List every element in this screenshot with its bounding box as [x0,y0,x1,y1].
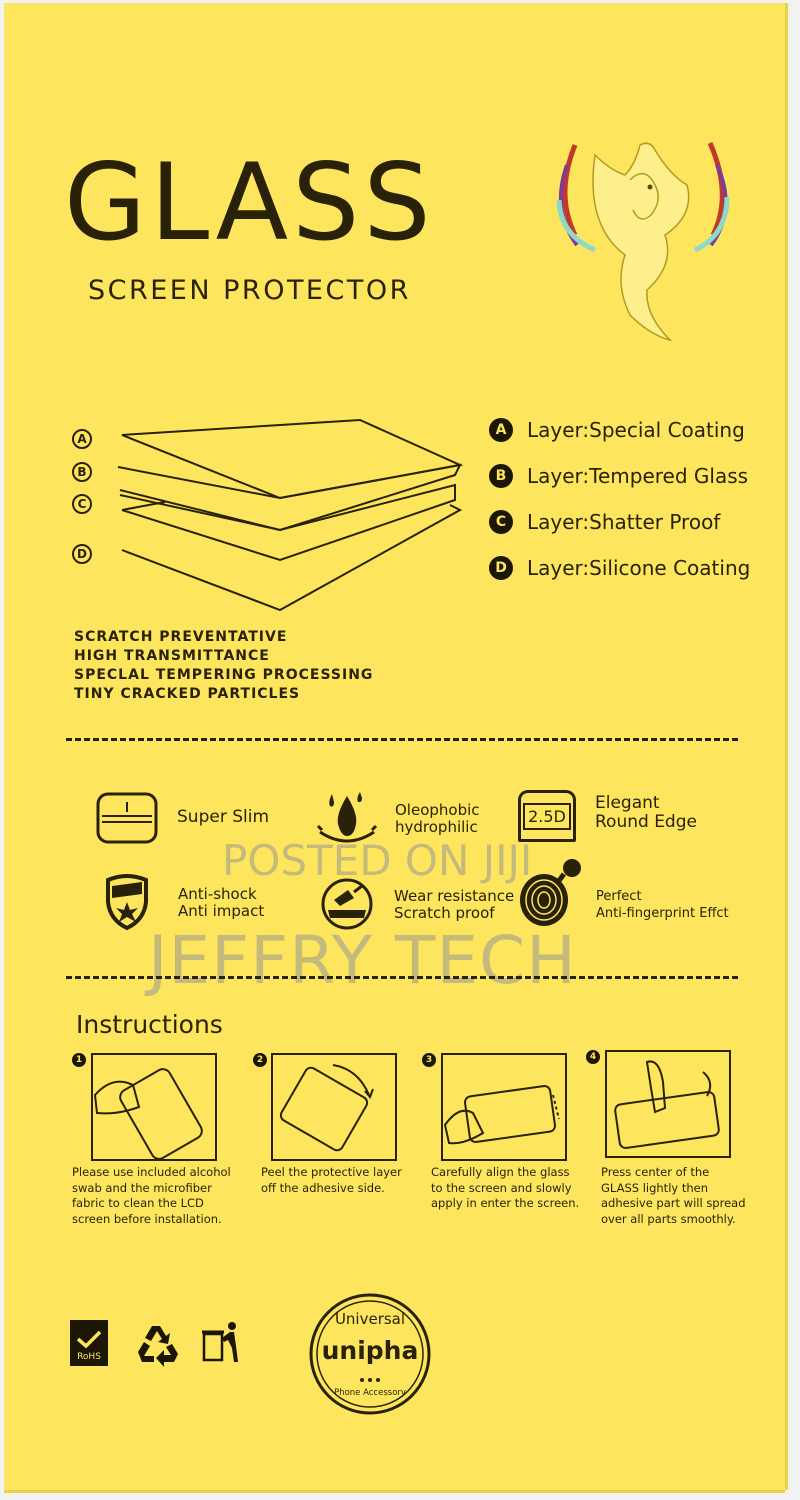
feature-round-edge-line2: Round Edge [595,812,697,832]
legend-item-a: A Layer:Special Coating [489,418,745,442]
recycle-icon [138,1326,178,1367]
diagram-letter-d: D [72,544,92,564]
legend-item-b: B Layer:Tempered Glass [489,464,748,488]
legend-badge-a: A [489,418,513,442]
step-3-line: apply in enter the screen. [431,1196,580,1210]
fingerprint-icon [520,859,581,926]
feature-anti-shock-line2: Anti impact [178,902,265,920]
step-4-line: adhesive part will spread [601,1196,746,1210]
step-number-1: 1 [72,1053,86,1067]
diagram-letter-a: A [72,429,92,449]
feature-round-edge-label: Elegant Round Edge [595,794,697,832]
step-1-line: Please use included alcohol [72,1165,231,1179]
legend-item-d: D Layer:Silicone Coating [489,556,750,580]
step-3-line: to the screen and slowly [431,1180,572,1195]
product-subtitle: SCREEN PROTECTOR [88,275,411,306]
rohs-icon: RoHS [70,1320,108,1366]
feature-fingerprint-label: Perfect Anti-fingerprint Effct [596,888,729,922]
step-image-1 [91,1053,217,1161]
feature-fingerprint-line2: Anti-fingerprint Effct [596,906,729,921]
legend-item-c: C Layer:Shatter Proof [489,510,720,534]
legend-label-d: Layer:Silicone Coating [527,556,751,580]
step-number-4: 4 [586,1050,600,1064]
step-image-3 [441,1053,567,1161]
step-4-line: Press center of the [601,1165,710,1179]
legend-label-b: Layer:Tempered Glass [527,464,749,488]
step-number-2: 2 [253,1053,267,1067]
align-glass-icon [443,1085,560,1145]
legend-badge-c: C [489,510,513,534]
waste-bin-icon [202,1322,238,1362]
product-title: GLASS [64,141,435,264]
diagram-letter-c: C [72,494,92,514]
legend-badge-d: D [489,556,513,580]
feature-oleophobic-line2: hydrophilic [395,818,478,836]
seal-top-text: Universal [334,1310,406,1328]
feature-anti-shock-line1: Anti-shock [178,885,257,903]
watermark-shop: JEFFRY TECH [148,922,577,999]
legend-label-a: Layer:Special Coating [527,418,745,442]
step-image-2 [271,1053,397,1161]
step-1-line: screen before installation. [72,1211,222,1226]
step-image-4 [605,1050,731,1158]
watermark-posted: POSTED ON JIJI [222,836,533,885]
diagram-letter-b: B [72,462,92,482]
step-text-1: Please use included alcohol swab and the… [72,1165,257,1227]
step-number-3: 3 [422,1053,436,1067]
unipha-seal: Universal unipha Phone Accessory [308,1292,432,1416]
feature-wear-resistance-label: Wear resistance Scratch proof [394,888,514,922]
step-2-line: Peel the protective layer [261,1165,402,1179]
feature-item: SPECLAL TEMPERING PROCESSING [74,667,374,683]
seal-brand: unipha [321,1336,419,1365]
step-text-2: Peel the protective layer off the adhesi… [261,1165,446,1196]
step-2-line: off the adhesive side. [261,1180,385,1195]
feature-super-slim-label: Super Slim [177,807,270,827]
step-3-line: Carefully align the glass [431,1165,570,1179]
peel-film-icon [279,1064,374,1152]
instructions-title: Instructions [76,1010,223,1039]
feature-oleophobic-line1: Oleophobic [395,801,480,819]
press-center-icon [614,1060,720,1149]
phone-wipe-icon [93,1068,203,1160]
step-4-line: over all parts smoothly. [601,1211,736,1226]
feature-fingerprint-line1: Perfect [596,889,642,904]
water-drop-icon [316,792,378,843]
check-mark-icon [76,1330,102,1349]
phoenix-logo-icon [556,141,730,342]
feature-item: HIGH TRANSMITTANCE [74,648,270,664]
feature-list: SCRATCH PREVENTATIVE HIGH TRANSMITTANCE … [74,628,373,704]
feature-round-edge-line1: Elegant [595,793,660,813]
step-4-line: GLASS lightly then [601,1180,709,1195]
feature-wear-resistance-line1: Wear resistance [394,887,515,905]
rohs-label: RoHS [77,1352,101,1362]
divider-top [66,738,738,741]
scratch-icon [321,878,373,930]
feature-wear-resistance-line2: Scratch proof [394,904,495,922]
seal-bottom-text: Phone Accessory [334,1388,406,1398]
super-slim-icon [96,792,158,844]
step-text-3: Carefully align the glass to the screen … [431,1165,616,1212]
feature-anti-shock-label: Anti-shock Anti impact [178,886,264,920]
feature-oleophobic-label: Oleophobic hydrophilic [395,802,480,836]
step-text-4: Press center of the GLASS lightly then a… [601,1165,786,1227]
step-1-line: swab and the microfiber [72,1180,212,1195]
seal-ring-icon [309,1293,431,1415]
shield-icon [106,874,148,931]
step-1-line: fabric to clean the LCD [72,1196,204,1210]
legend-badge-b: B [489,464,513,488]
layer-diagram [117,418,464,612]
feature-item: SCRATCH PREVENTATIVE [74,629,288,645]
legend-label-c: Layer:Shatter Proof [527,510,721,534]
divider-bottom [66,976,738,979]
feature-item: TINY CRACKED PARTICLES [74,686,301,702]
round-edge-badge: 2.5D [523,802,571,830]
round-edge-icon: 2.5D [518,790,576,842]
